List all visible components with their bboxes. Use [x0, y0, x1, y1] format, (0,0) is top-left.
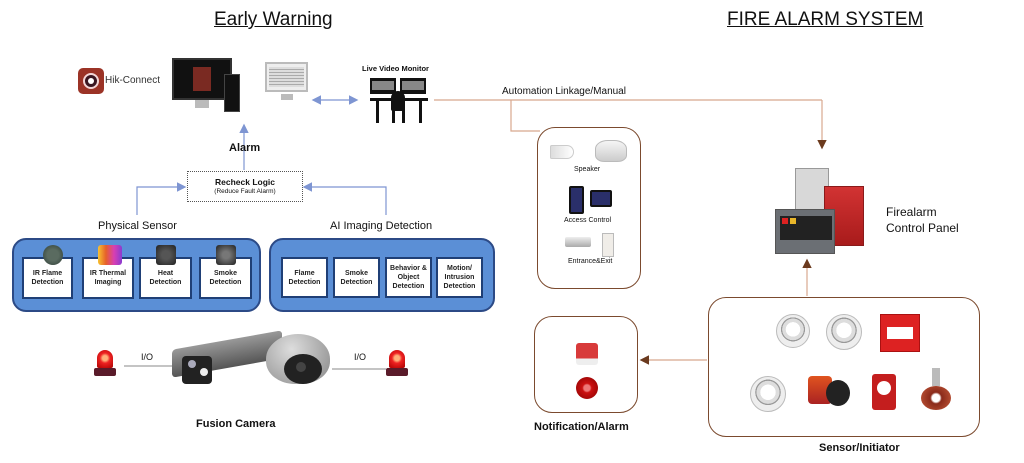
bell-icon — [576, 377, 598, 399]
panel-display-icon — [775, 209, 835, 254]
thermal-image-icon — [98, 245, 122, 265]
access-panel-icon — [590, 190, 612, 207]
fusion-camera-label: Fusion Camera — [196, 418, 276, 430]
notification-alarm-label: Notification/Alarm — [534, 421, 629, 433]
ceiling-speaker-icon — [595, 140, 627, 162]
monitor-stand — [195, 100, 209, 108]
live-video-monitor-label: Live Video Monitor — [362, 64, 429, 73]
smoke-detector-thumb-icon — [216, 245, 236, 265]
physical-sensor-group: IR Flame Detection IR Thermal Imaging He… — [12, 238, 261, 312]
access-control-label: Access Control — [564, 217, 612, 224]
ai-imaging-title: AI Imaging Detection — [330, 220, 433, 232]
smoke-detector-icon — [776, 314, 810, 348]
access-terminal-icon — [569, 186, 584, 214]
horn-speaker-icon — [550, 145, 574, 159]
flame-detector-icon — [808, 376, 850, 410]
flow-switch-icon — [921, 368, 951, 412]
recheck-logic-subtitle: (Reduce Fault Alarm) — [214, 188, 276, 195]
sensor-initiator-label: Sensor/Initiator — [819, 442, 900, 454]
automation-linkage-label: Automation Linkage/Manual — [502, 86, 626, 97]
hik-connect-label: Hik-Connect — [105, 75, 161, 86]
control-panel-label: Firealarm Control Panel — [886, 204, 959, 236]
speaker-label: Speaker — [574, 166, 601, 173]
sensor-ir-flame: IR Flame Detection — [22, 257, 73, 299]
ai-imaging-group: Flame Detection Smoke Detection Behavior… — [269, 238, 495, 312]
bullet-camera-icon — [172, 330, 292, 384]
fire-alarm-system-title: FIRE ALARM SYSTEM — [727, 9, 924, 30]
ai-motion-detection: Motion/ Intrusion Detection — [436, 257, 483, 298]
hik-connect-app-icon — [78, 68, 104, 94]
heat-detector-device-icon — [826, 314, 862, 350]
ai-smoke-detection: Smoke Detection — [333, 257, 380, 298]
live-video-monitor-icon — [370, 78, 428, 124]
client-monitor-icon — [265, 62, 308, 92]
sensor-ir-thermal: IR Thermal Imaging — [82, 257, 134, 299]
sounder-icon — [576, 343, 598, 365]
right-beacon-icon — [386, 350, 408, 378]
ai-to-recheck-arrow — [302, 182, 387, 215]
ai-flame-detection: Flame Detection — [281, 257, 328, 298]
pc-tower-icon — [224, 74, 240, 112]
io-right-label: I/O — [354, 352, 367, 362]
control-panel-label-line2: Control Panel — [886, 221, 959, 235]
linkage-to-devices-line — [510, 100, 540, 132]
ai-behavior-detection: Behavior & Object Detection — [385, 257, 432, 298]
ir-flame-detector-icon — [43, 245, 63, 265]
entrance-terminal-icon — [602, 233, 614, 257]
control-panel-label-line1: Firealarm — [886, 205, 937, 219]
io-left-label: I/O — [141, 352, 154, 362]
manual-call-point-icon — [880, 314, 920, 352]
left-beacon-icon — [94, 350, 116, 378]
entrance-camera-icon — [565, 237, 591, 247]
recheck-logic-box: Recheck Logic (Reduce Fault Alarm) — [187, 171, 303, 202]
alarm-label: Alarm — [229, 142, 261, 154]
heat-detector-icon — [156, 245, 176, 265]
smoke-detector-2-icon — [750, 376, 786, 412]
recheck-logic-title: Recheck Logic — [215, 177, 275, 187]
physical-to-recheck-arrow — [136, 182, 187, 215]
desktop-monitor-icon — [172, 58, 232, 100]
linear-heat-detector-icon — [872, 374, 896, 410]
entrance-exit-label: Entrance&Exit — [568, 258, 613, 265]
physical-sensor-title: Physical Sensor — [98, 220, 177, 232]
client-monitor-stand — [281, 94, 293, 100]
early-warning-title: Early Warning — [214, 9, 333, 30]
dome-camera-icon — [266, 334, 332, 388]
